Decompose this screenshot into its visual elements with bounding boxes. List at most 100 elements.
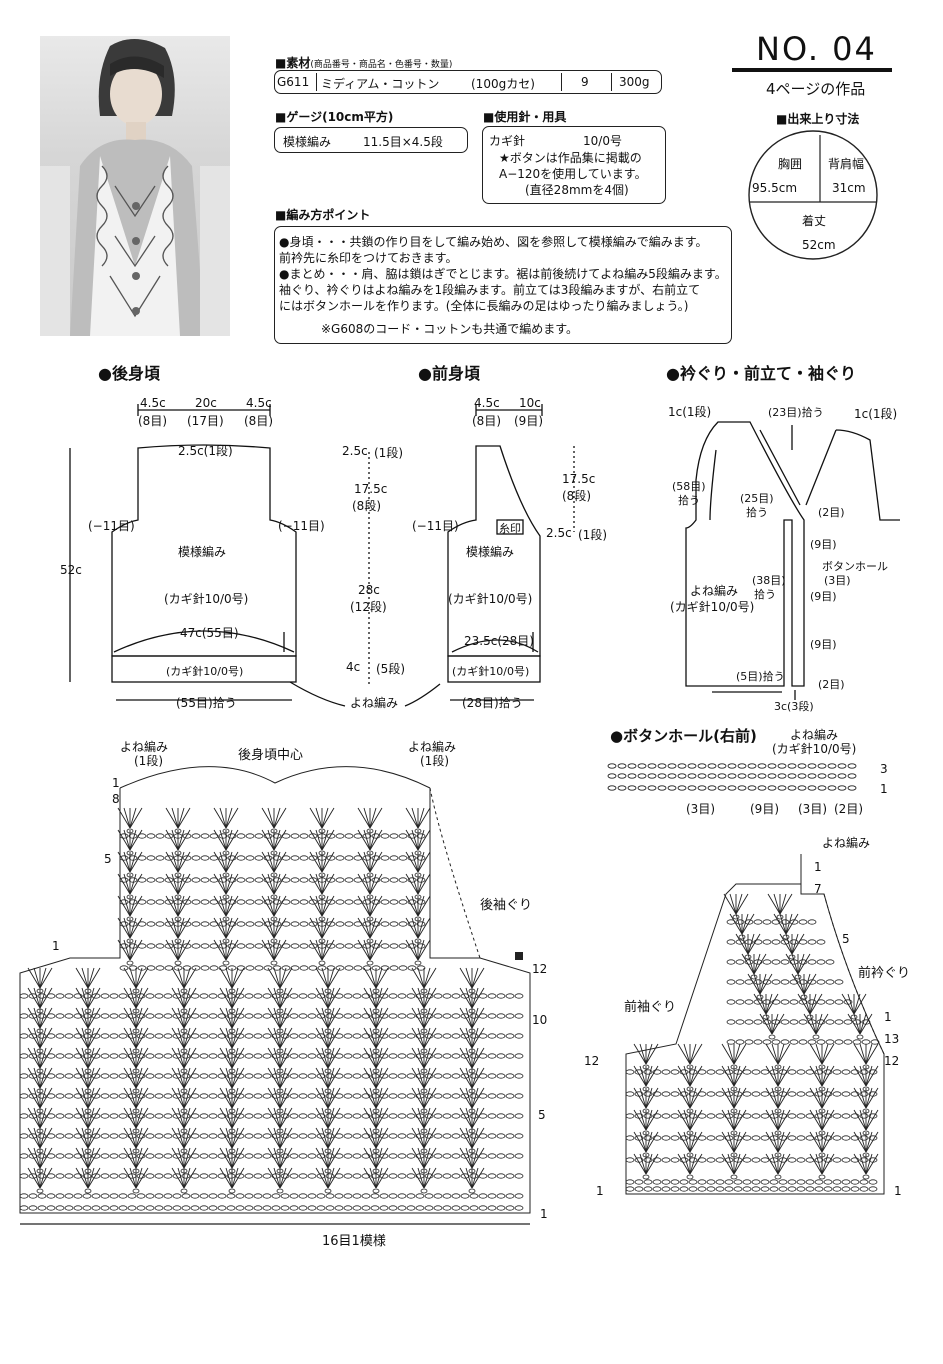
chain-stitch (245, 899, 255, 905)
dim-c-rows: (12段) (350, 600, 387, 614)
chain-stitch (325, 1133, 335, 1139)
materials-heading: ■素材(商品番号・商品名・色番号・数量) (275, 54, 452, 71)
chain-stitch (870, 1039, 880, 1045)
chain-stitch (715, 1186, 725, 1192)
chain-stitch (190, 1193, 200, 1199)
back-armhole: 後袖ぐり (480, 898, 533, 913)
chain-stitch (236, 855, 246, 861)
chain-stitch (344, 965, 354, 971)
model-photo-illustration (40, 38, 230, 336)
chain-stitch (451, 1173, 461, 1179)
chain-stitch (119, 855, 129, 861)
length-label: 着丈 (802, 214, 827, 228)
stitch-fan (721, 1087, 747, 1114)
edging-arm-pick: (58目) (672, 480, 706, 493)
chain-stitch (37, 993, 47, 999)
chain-stitch (262, 1033, 272, 1039)
front-row-1-l: 1 (596, 1184, 604, 1198)
chain-stitch (109, 1133, 119, 1139)
chain-stitch (82, 1193, 92, 1199)
chain-stitch (771, 1039, 781, 1045)
chain-stitch (244, 1073, 254, 1079)
stitch-fan (75, 1067, 101, 1094)
chain-stitch (424, 1053, 434, 1059)
chain-stitch (398, 943, 408, 949)
chain-stitch (424, 1193, 434, 1199)
back-width-label: 背肩幅 (828, 157, 865, 171)
chain-stitch (136, 1193, 146, 1199)
stitch-fan (721, 1065, 747, 1092)
button-note-3: (直径28mmを4個) (525, 183, 629, 197)
chain-stitch (727, 763, 737, 769)
chain-stitch (627, 763, 637, 769)
stitch-fan (721, 1109, 747, 1136)
chain-stitch (807, 959, 817, 965)
chain-stitch (136, 1073, 146, 1079)
chain-stitch (352, 1205, 362, 1211)
chain-stitch (100, 1093, 110, 1099)
gauge-heading: ■ゲージ(10cm平方) (275, 110, 394, 124)
chain-stitch (119, 899, 129, 905)
edging-right-top: 1c(1段) (854, 407, 898, 421)
chain-stitch (627, 785, 637, 791)
stitch-fan (633, 1087, 659, 1114)
chain-stitch (191, 921, 201, 927)
chain-stitch (145, 1173, 155, 1179)
stitch-fan (405, 917, 431, 944)
title-rule (732, 68, 892, 72)
chain-stitch (707, 763, 717, 769)
stitch-fan (785, 953, 811, 980)
chain-stitch (244, 993, 254, 999)
chain-stitch (316, 1013, 326, 1019)
chain-stitch (688, 1091, 698, 1097)
chain-stitch (397, 1133, 407, 1139)
chain-stitch (787, 1091, 797, 1097)
chain-stitch (55, 1033, 65, 1039)
chain-stitch (64, 1173, 74, 1179)
chain-stitch (200, 921, 210, 927)
stitch-fan (773, 913, 799, 940)
chain-stitch (643, 1091, 653, 1097)
chain-stitch (308, 943, 318, 949)
chain-stitch (262, 1073, 272, 1079)
chain-stitch (308, 899, 318, 905)
chain-stitch (487, 1193, 497, 1199)
chain-stitch (181, 1073, 191, 1079)
chain-stitch (316, 993, 326, 999)
chain-stitch (380, 965, 390, 971)
chain-stitch (217, 1073, 227, 1079)
stitch-fan (213, 873, 239, 900)
chain-stitch (397, 1013, 407, 1019)
chain-stitch (827, 773, 837, 779)
chain-stitch (496, 1073, 506, 1079)
chain-stitch (172, 1173, 182, 1179)
stitch-fan (171, 1027, 197, 1054)
chain-stitch (370, 1013, 380, 1019)
chain-stitch (505, 1173, 515, 1179)
chain-stitch (254, 921, 264, 927)
chain-stitch (325, 1113, 335, 1119)
chain-stitch (707, 785, 717, 791)
chain-stitch (433, 1073, 443, 1079)
chain-stitch (637, 763, 647, 769)
stitch-fan (267, 967, 293, 994)
chain-stitch (244, 1173, 254, 1179)
stitch-fan (315, 1147, 341, 1174)
chain-stitch (505, 1013, 515, 1019)
stitch-fan (123, 967, 149, 994)
stitch-fan (27, 967, 53, 994)
chain-stitch (798, 1019, 808, 1025)
chain-stitch (380, 833, 390, 839)
chain-stitch (226, 1013, 236, 1019)
chain-stitch (814, 1113, 824, 1119)
chain-stitch (753, 919, 763, 925)
chain-stitch (100, 1013, 110, 1019)
chain-stitch (370, 1113, 380, 1119)
chain-stitch (657, 785, 667, 791)
stitch-fan (309, 939, 335, 966)
chain-stitch (451, 1193, 461, 1199)
chain-stitch (154, 1033, 164, 1039)
chain-stitch (200, 943, 210, 949)
chain-stitch (771, 919, 781, 925)
chain-stitch (155, 899, 165, 905)
